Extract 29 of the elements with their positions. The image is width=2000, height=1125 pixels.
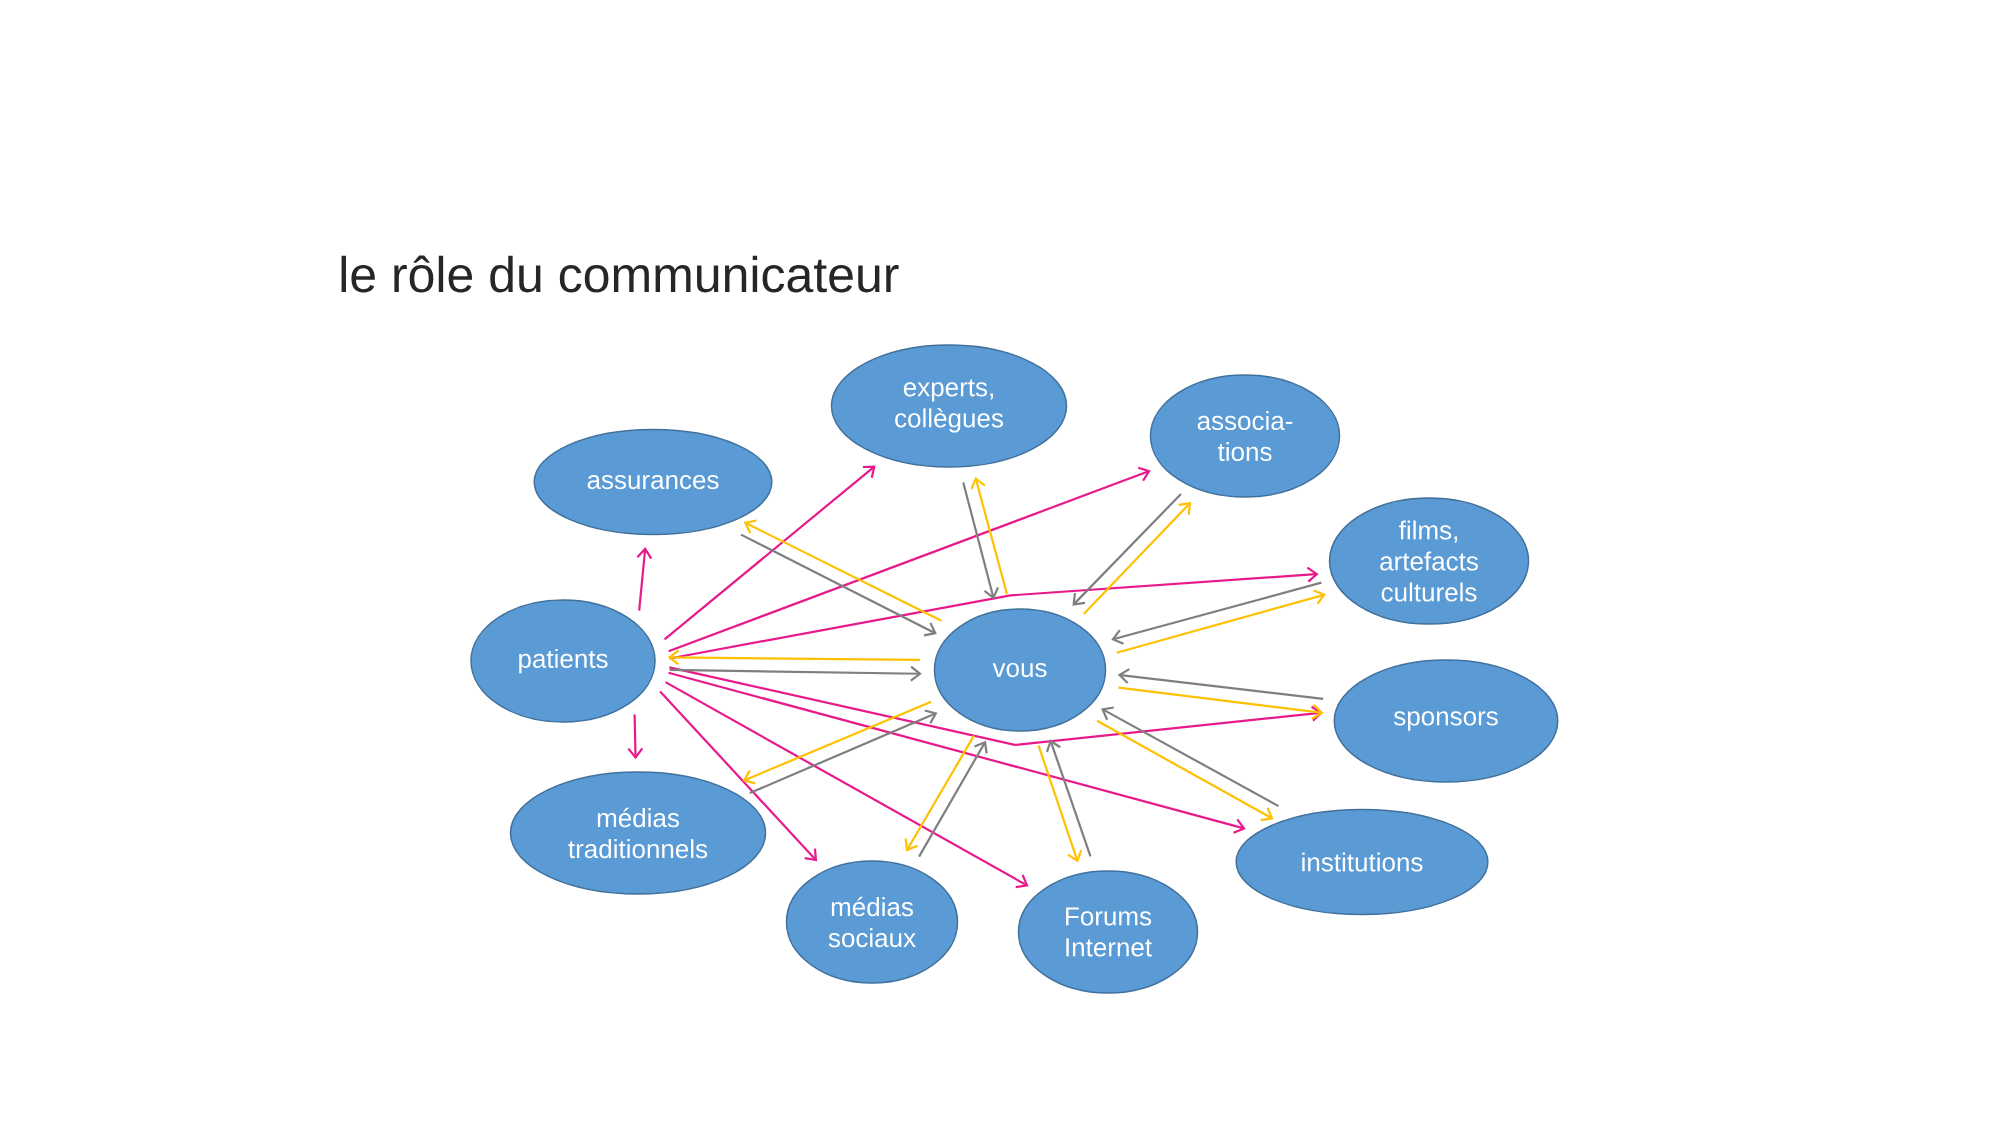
arrow [636, 547, 653, 611]
arrow [1082, 501, 1192, 615]
arrow [659, 690, 818, 862]
arrow [1101, 706, 1280, 808]
arrow [749, 709, 938, 795]
arrow [1117, 668, 1324, 700]
title: le rôle du communicateur [341, 255, 899, 293]
arrow [740, 533, 937, 637]
arrow [918, 740, 988, 858]
arrow [1118, 686, 1324, 720]
arrow [1096, 719, 1274, 822]
arrow [962, 482, 999, 600]
arrow [970, 476, 1008, 595]
arrow [1111, 581, 1322, 645]
arrow [1037, 745, 1083, 863]
arrow [667, 649, 920, 666]
arrow [664, 681, 1029, 889]
arrow [743, 519, 942, 622]
arrow [669, 666, 1323, 747]
arrow [668, 671, 1246, 834]
arrow [668, 466, 1151, 653]
arrow [669, 665, 922, 682]
arrow [904, 735, 975, 852]
arrow [627, 714, 644, 760]
arrow [1116, 589, 1326, 654]
arrow [663, 465, 876, 641]
arrow [1045, 739, 1092, 857]
arrow [742, 700, 932, 785]
arrow [1072, 493, 1182, 606]
